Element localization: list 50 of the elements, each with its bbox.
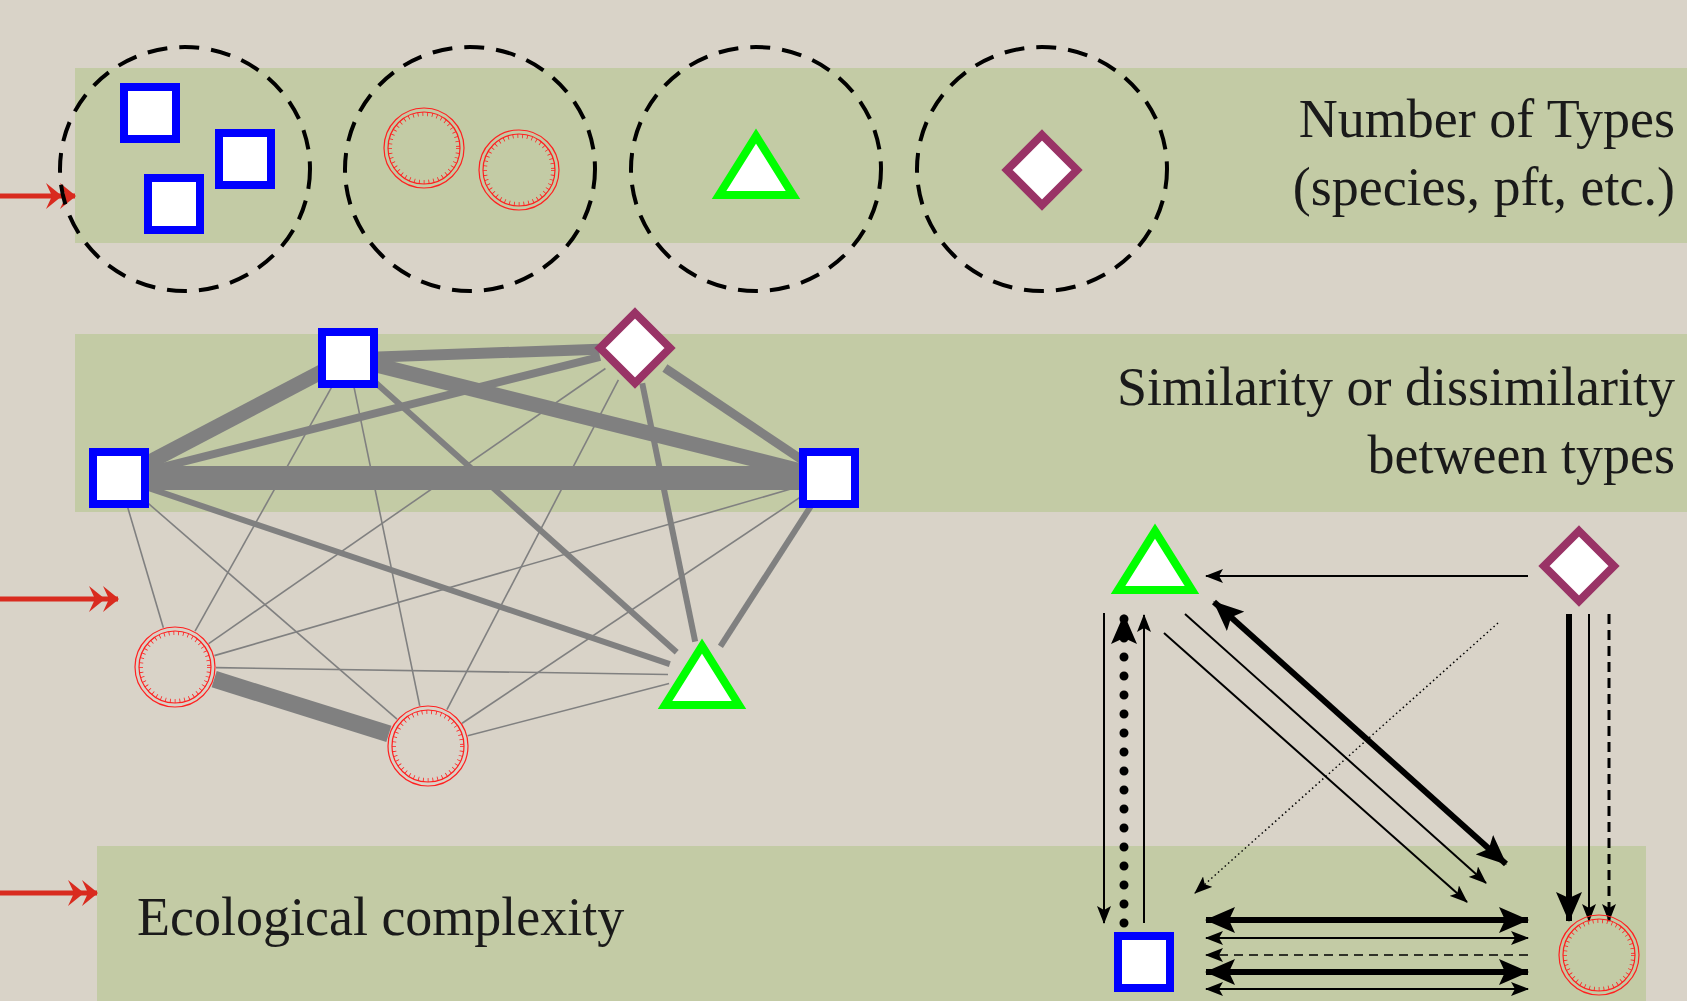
connector-line bbox=[207, 367, 607, 645]
connector-line bbox=[211, 671, 392, 742]
square-symbol bbox=[120, 83, 180, 143]
connector-line bbox=[353, 386, 421, 707]
group-circle bbox=[628, 44, 884, 294]
group-circle bbox=[342, 44, 598, 294]
arrow bbox=[1163, 632, 1468, 903]
connector-line bbox=[639, 382, 699, 643]
square-symbol bbox=[799, 448, 859, 508]
diamond-symbol bbox=[1539, 526, 1619, 606]
arrow bbox=[1582, 613, 1596, 922]
group-circle bbox=[914, 44, 1170, 294]
band-heading: Ecological complexity bbox=[137, 886, 626, 949]
connector-line bbox=[126, 505, 165, 629]
band-panel bbox=[97, 846, 1646, 1001]
arrow bbox=[1556, 614, 1582, 922]
band-heading: Similarity or dissimilarity between types bbox=[1116, 356, 1675, 487]
arrow bbox=[1212, 599, 1508, 867]
arrow bbox=[1205, 959, 1529, 985]
connector-line bbox=[466, 682, 670, 737]
connector-line bbox=[215, 666, 669, 676]
circle-symbol bbox=[477, 128, 561, 212]
arrow bbox=[1205, 907, 1529, 933]
circle-symbol bbox=[382, 106, 466, 190]
square-symbol bbox=[1114, 932, 1174, 992]
arrow bbox=[1205, 982, 1529, 996]
arrow bbox=[1205, 948, 1529, 962]
arrow bbox=[1205, 931, 1529, 945]
square-symbol bbox=[318, 328, 378, 388]
diamond-symbol bbox=[1002, 130, 1082, 210]
diamond-symbol bbox=[595, 308, 675, 388]
arrow bbox=[1602, 614, 1616, 922]
circle-symbol bbox=[386, 704, 470, 788]
group-circle bbox=[57, 44, 313, 294]
connector-line bbox=[377, 343, 600, 363]
circle-symbol bbox=[133, 625, 217, 709]
arrow bbox=[1137, 614, 1151, 924]
circle-symbol bbox=[1557, 913, 1641, 997]
triangle-symbol bbox=[659, 639, 745, 711]
arrow bbox=[1097, 612, 1111, 924]
square-symbol bbox=[215, 129, 275, 189]
band-panel bbox=[75, 68, 1687, 243]
band-heading: Number of Types (species, pft, etc.) bbox=[1291, 88, 1675, 219]
square-symbol bbox=[89, 448, 149, 508]
connector-line bbox=[446, 379, 620, 711]
square-symbol bbox=[144, 174, 204, 234]
connector-line bbox=[149, 466, 799, 490]
triangle-symbol bbox=[713, 129, 799, 201]
arrow bbox=[1205, 569, 1529, 583]
triangle-symbol bbox=[1112, 524, 1198, 596]
